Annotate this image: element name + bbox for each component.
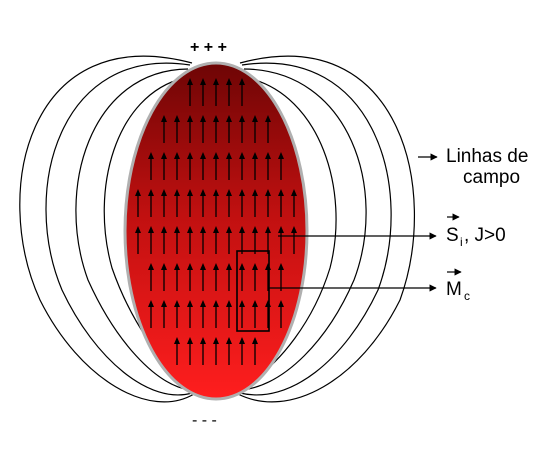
magnetization-label-symbol: M: [446, 279, 462, 300]
magnetization-label: M c: [446, 272, 470, 303]
spin-label: S i , J>0: [446, 217, 506, 249]
magnetization-label-subscript: c: [464, 289, 470, 303]
field-lines-label-line1: Linhas de: [446, 146, 528, 167]
south-pole-signs: - - -: [192, 412, 217, 429]
spin-label-subscript: i: [460, 235, 463, 249]
field-lines-label-line2: campo: [463, 167, 520, 188]
spin-label-condition: , J>0: [464, 225, 506, 246]
spin-label-symbol: S: [446, 225, 459, 246]
north-pole-signs: + + +: [190, 39, 227, 56]
